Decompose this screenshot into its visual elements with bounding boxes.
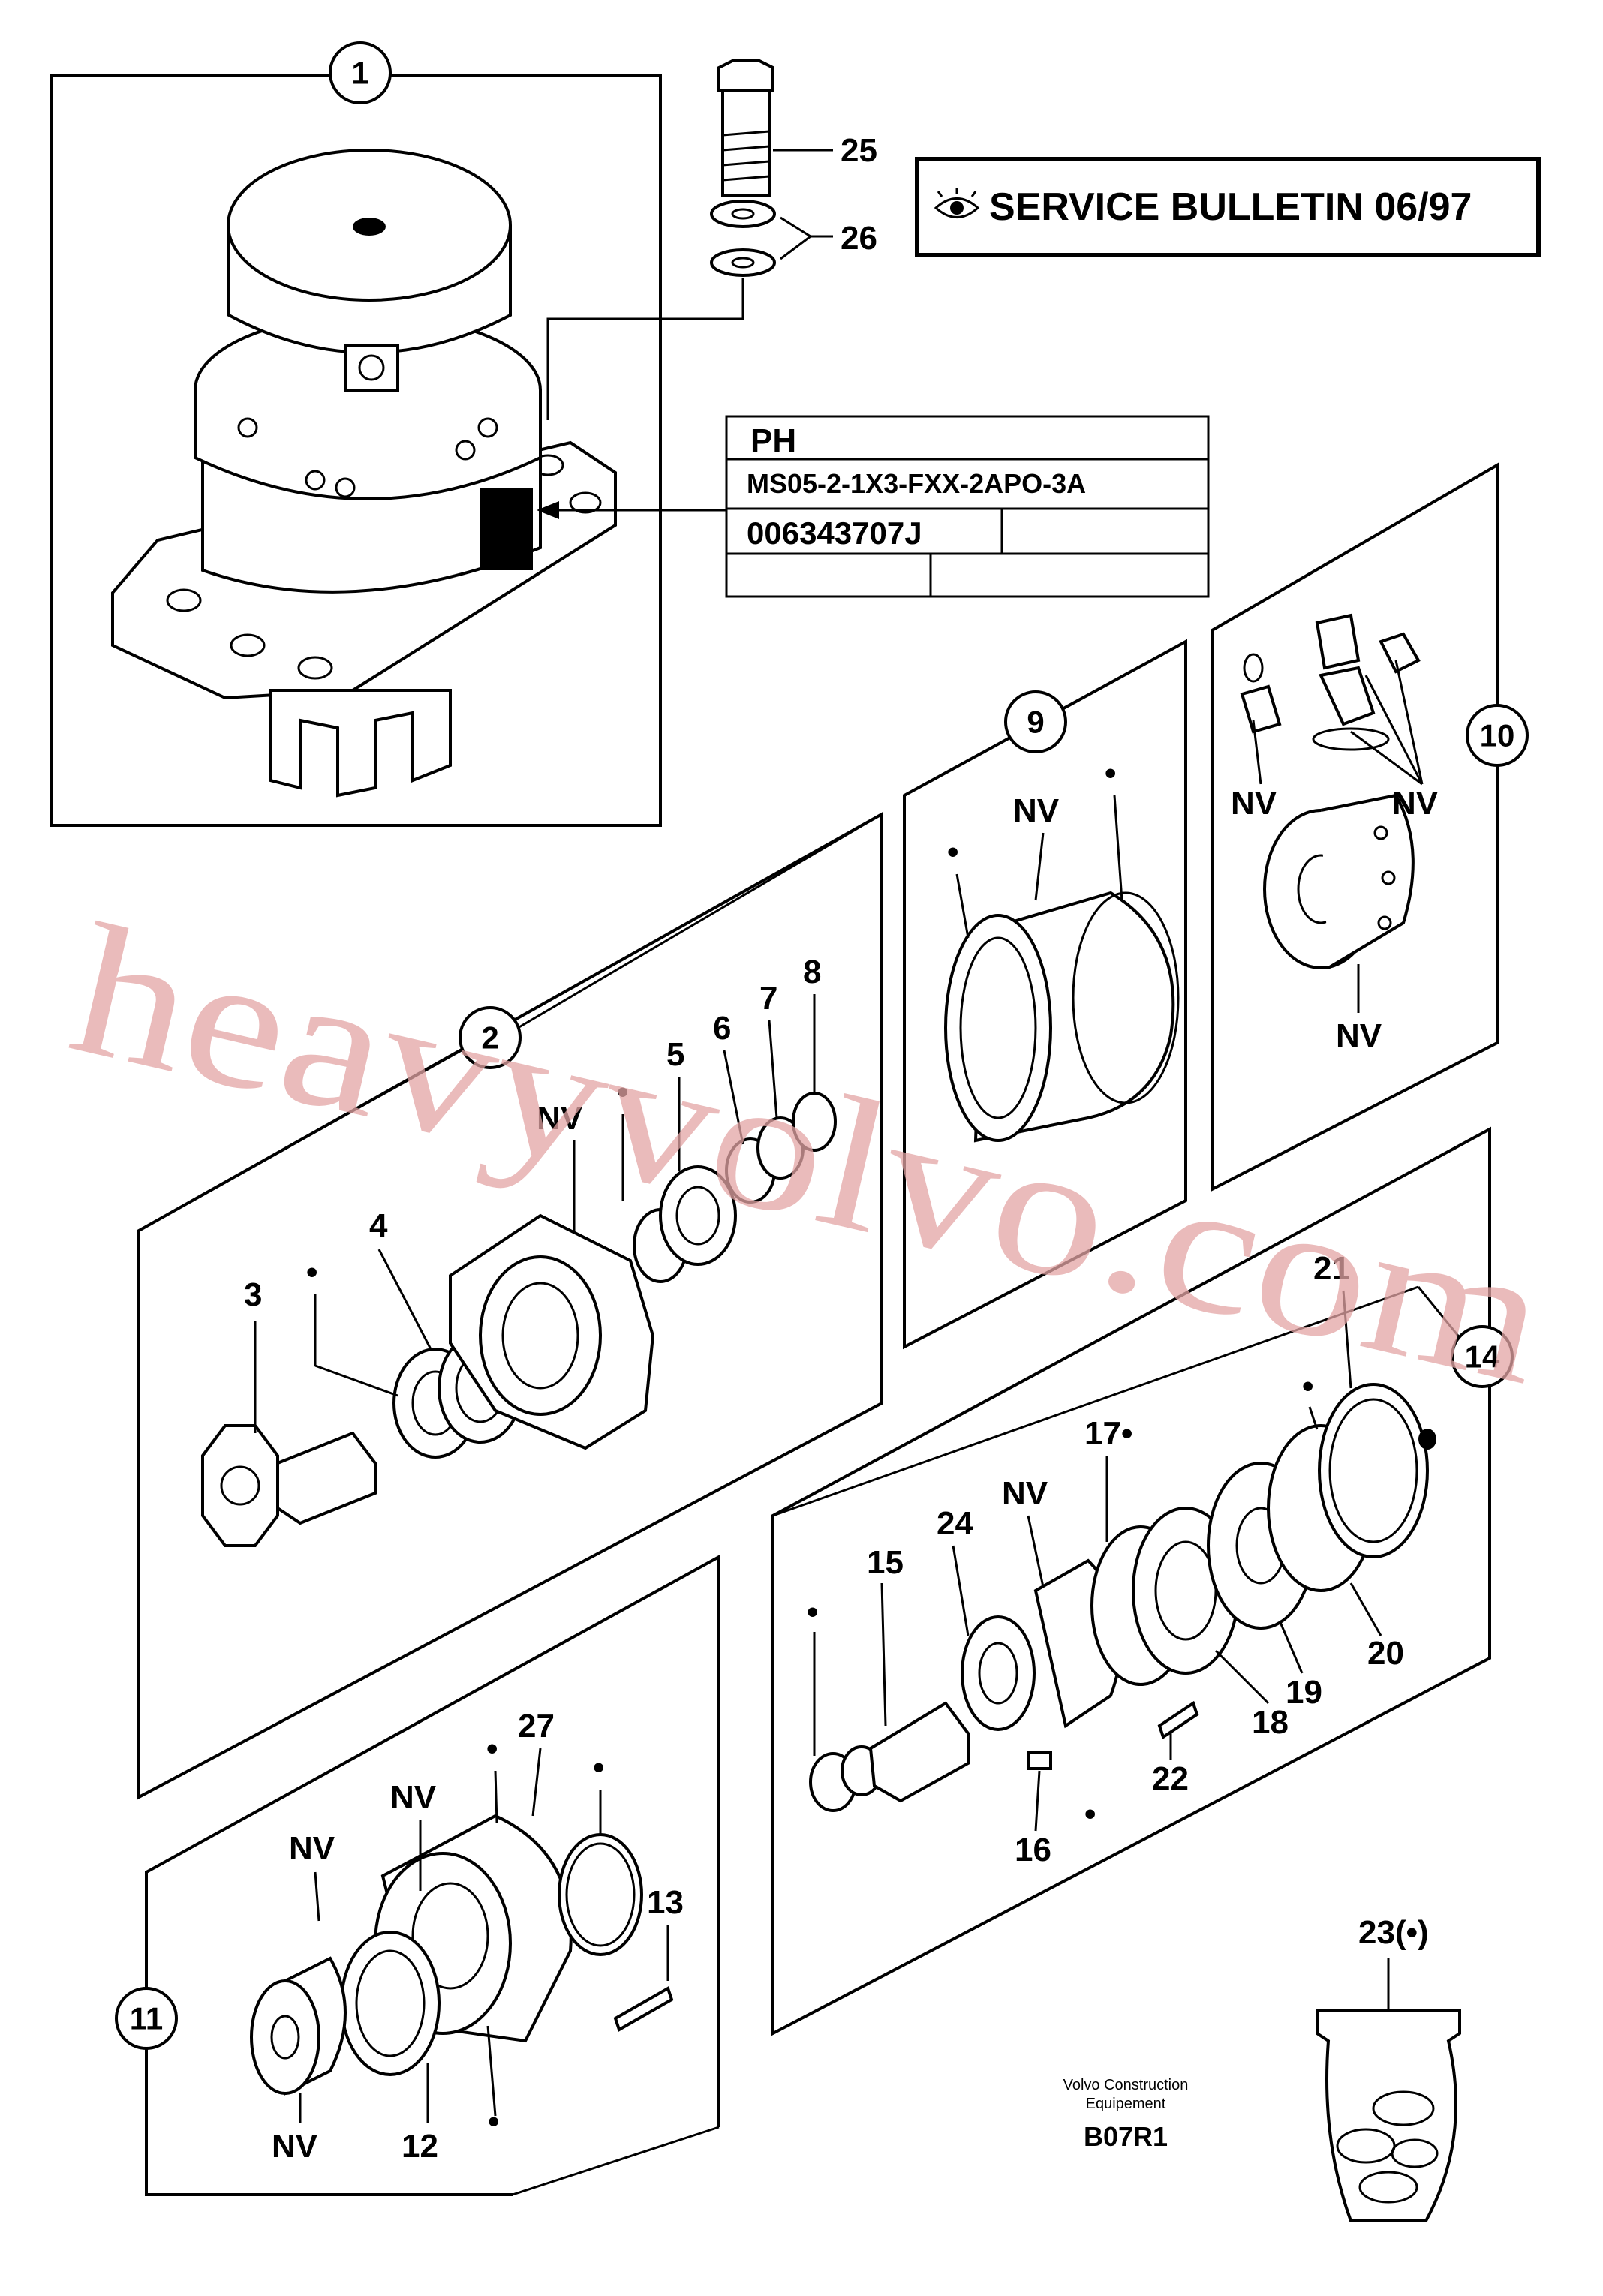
piston-11	[250, 1956, 347, 2096]
part-20: 20	[1367, 1635, 1404, 1672]
pinion-shaft-3	[201, 1424, 377, 1547]
part-3: 3	[244, 1276, 262, 1313]
bolt-washers: 25 26	[546, 59, 877, 420]
drawing-code: B07R1	[1084, 2121, 1168, 2152]
table-row-model: MS05-2-1X3-FXX-2APO-3A	[747, 468, 1086, 499]
nv-label-11b: NV	[390, 1779, 437, 1816]
info-table: PH MS05-2-1X3-FXX-2APO-3A 006343707J	[537, 415, 1210, 598]
shaft-15	[809, 1701, 970, 1812]
service-bulletin-text: SERVICE BULLETIN 06/97	[989, 185, 1472, 229]
callout-1: 1	[351, 56, 368, 91]
nv-label-11c: NV	[272, 2128, 318, 2165]
nv-label-14: NV	[1002, 1475, 1048, 1512]
nv-label-10a: NV	[1231, 785, 1277, 822]
rotor-ring-9	[944, 891, 1180, 1143]
dot-14a: •	[807, 1594, 818, 1630]
part-17: 17•	[1084, 1415, 1132, 1452]
o-ring-13	[558, 1833, 674, 2032]
callout-9: 9	[1027, 705, 1044, 740]
rings-5-8	[633, 1092, 837, 1283]
company-line-2: Equipement	[1086, 2096, 1166, 2112]
bolts-16-22	[1027, 1700, 1199, 1770]
part-13: 13	[647, 1884, 684, 1921]
nv-label-10c: NV	[1336, 1017, 1382, 1054]
panel-14: 14 • 15 24	[771, 1126, 1514, 2036]
part-6: 6	[713, 1010, 731, 1047]
part-12: 12	[402, 2128, 438, 2165]
part-26: 26	[841, 220, 877, 257]
panel-1: 1	[50, 41, 662, 827]
part-24: 24	[937, 1505, 973, 1542]
dot-14c: •	[1084, 1796, 1096, 1832]
dot-11a: •	[486, 1730, 498, 1767]
dot-2a: •	[306, 1254, 317, 1291]
nv-label-11a: NV	[289, 1830, 335, 1867]
housing-2	[449, 1213, 655, 1450]
part-4: 4	[369, 1207, 388, 1244]
part-27: 27	[518, 1708, 555, 1745]
service-bulletin-box: SERVICE BULLETIN 06/97	[915, 157, 1541, 257]
eye-icon	[934, 188, 980, 218]
valve-parts-10	[1240, 613, 1421, 969]
discs-17-21	[1090, 1383, 1436, 1686]
company-line-1: Volvo Construction	[1063, 2077, 1189, 2093]
part-16: 16	[1015, 1832, 1051, 1868]
footer: Volvo Construction Equipement B07R1	[1063, 2077, 1189, 2152]
part-23: 23(•)	[1358, 1914, 1429, 1951]
nv-label-2: NV	[537, 1100, 583, 1137]
dot-14b: •	[1302, 1368, 1313, 1405]
table-row-ph: PH	[750, 422, 796, 459]
dot-9a: •	[1105, 755, 1116, 792]
nv-label-9: NV	[1013, 792, 1060, 829]
callout-10: 10	[1480, 718, 1515, 753]
dot-11c: •	[488, 2103, 499, 2140]
seal-kit-23: 23(•)	[1316, 1914, 1461, 2222]
dot-9b: •	[947, 834, 958, 870]
part-22: 22	[1152, 1760, 1189, 1797]
part-25: 25	[841, 132, 877, 169]
callout-2: 2	[481, 1020, 498, 1056]
part-19: 19	[1286, 1674, 1322, 1711]
part-8: 8	[803, 954, 821, 990]
motor-assembly-drawing	[111, 149, 617, 798]
nv-label-10b: NV	[1392, 785, 1439, 822]
part-18: 18	[1252, 1704, 1289, 1741]
panel-10: 10 NV NV NV	[1211, 462, 1529, 1192]
callout-14: 14	[1465, 1339, 1500, 1375]
seals-12	[340, 1931, 441, 2076]
dot-2b: •	[617, 1074, 628, 1110]
part-7: 7	[759, 980, 777, 1017]
part-5: 5	[666, 1036, 684, 1073]
panel-2: 2 3 4 •	[137, 811, 883, 1800]
table-row-serial: 006343707J	[747, 515, 922, 551]
callout-11: 11	[130, 2001, 163, 2036]
panel-9: 9 NV • •	[903, 639, 1187, 1350]
dot-11b: •	[593, 1749, 604, 1786]
panel-11: 11 NV NV • 27 • 13 12	[115, 1554, 720, 2196]
part-21: 21	[1313, 1250, 1350, 1287]
part-15: 15	[867, 1544, 904, 1581]
